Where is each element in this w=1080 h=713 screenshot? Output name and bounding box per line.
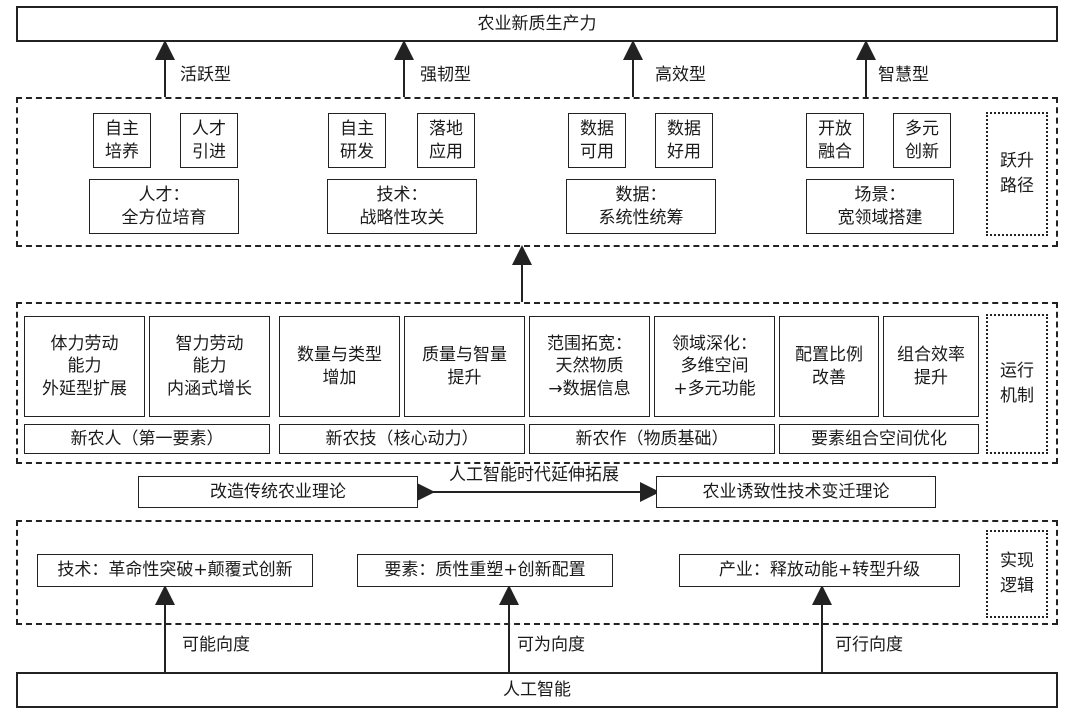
arrow-label-resilient: 强韧型 [420, 65, 471, 85]
logic-frame [16, 520, 1058, 625]
leap-path-frame [16, 97, 1058, 247]
arrow-label-feasible: 可行向度 [835, 635, 903, 655]
leap-main-scene: 场景： 宽领域搭建 [806, 179, 954, 234]
mechanism-item-7: 配置比例 改善 [779, 316, 879, 417]
theory-left-box: 改造传统农业理论 [138, 476, 418, 508]
mechanism-category-farmer: 新农人（第一要素） [24, 424, 270, 454]
logic-side-label: 实现 逻辑 [986, 530, 1048, 618]
arrow-label-smart: 智慧型 [878, 65, 929, 85]
leap-side-label: 跃升 路径 [986, 112, 1048, 236]
theory-center-label: 人工智能时代延伸拓展 [447, 464, 621, 486]
mechanism-side-label: 运行 机制 [986, 314, 1048, 454]
arrow-label-active: 活跃型 [180, 65, 231, 85]
leap-sub-tech-research: 自主 研发 [328, 113, 386, 168]
leap-main-data: 数据： 系统性统筹 [566, 179, 716, 234]
mechanism-item-3: 数量与类型 增加 [279, 316, 400, 417]
leap-sub-talent-introduce: 人才 引进 [180, 113, 238, 168]
mechanism-category-space: 要素组合空间优化 [779, 424, 979, 454]
leap-sub-talent-cultivate: 自主 培养 [93, 113, 151, 168]
arrow-label-possible: 可能向度 [182, 635, 250, 655]
mechanism-item-5: 范围拓宽： 天然物质 →数据信息 [529, 316, 650, 417]
mechanism-frame [16, 302, 1058, 464]
leap-sub-scene-open: 开放 融合 [806, 113, 864, 168]
logic-tech-box: 技术：革命性突破+颠覆式创新 [37, 554, 313, 587]
mechanism-item-4: 质量与智量 提升 [404, 316, 525, 417]
mechanism-item-2: 智力劳动 能力 内涵式增长 [149, 316, 270, 417]
theory-right-box: 农业诱致性技术变迁理论 [656, 476, 936, 508]
leap-sub-tech-apply: 落地 应用 [417, 113, 475, 168]
mechanism-item-8: 组合效率 提升 [883, 316, 979, 417]
mechanism-category-tech: 新农技（核心动力） [279, 424, 525, 454]
bottom-base-box: 人工智能 [16, 672, 1058, 708]
logic-industry-box: 产业：释放动能+转型升级 [679, 554, 960, 587]
leap-sub-data-usable: 数据 可用 [568, 113, 626, 168]
top-goal-box: 农业新质生产力 [16, 6, 1058, 42]
mechanism-category-work: 新农作（物质基础） [529, 424, 775, 454]
leap-main-talent: 人才： 全方位培育 [89, 179, 239, 234]
leap-main-tech: 技术： 战略性攻关 [327, 179, 477, 234]
leap-sub-scene-diverse: 多元 创新 [893, 113, 951, 168]
mechanism-item-1: 体力劳动 能力 外延型扩展 [24, 316, 145, 417]
mechanism-item-6: 领域深化： 多维空间 +多元功能 [654, 316, 775, 417]
arrow-label-efficient: 高效型 [655, 65, 706, 85]
arrow-label-capable: 可为向度 [517, 635, 585, 655]
logic-factor-box: 要素：质性重塑+创新配置 [357, 554, 613, 587]
leap-sub-data-useful: 数据 好用 [655, 113, 713, 168]
